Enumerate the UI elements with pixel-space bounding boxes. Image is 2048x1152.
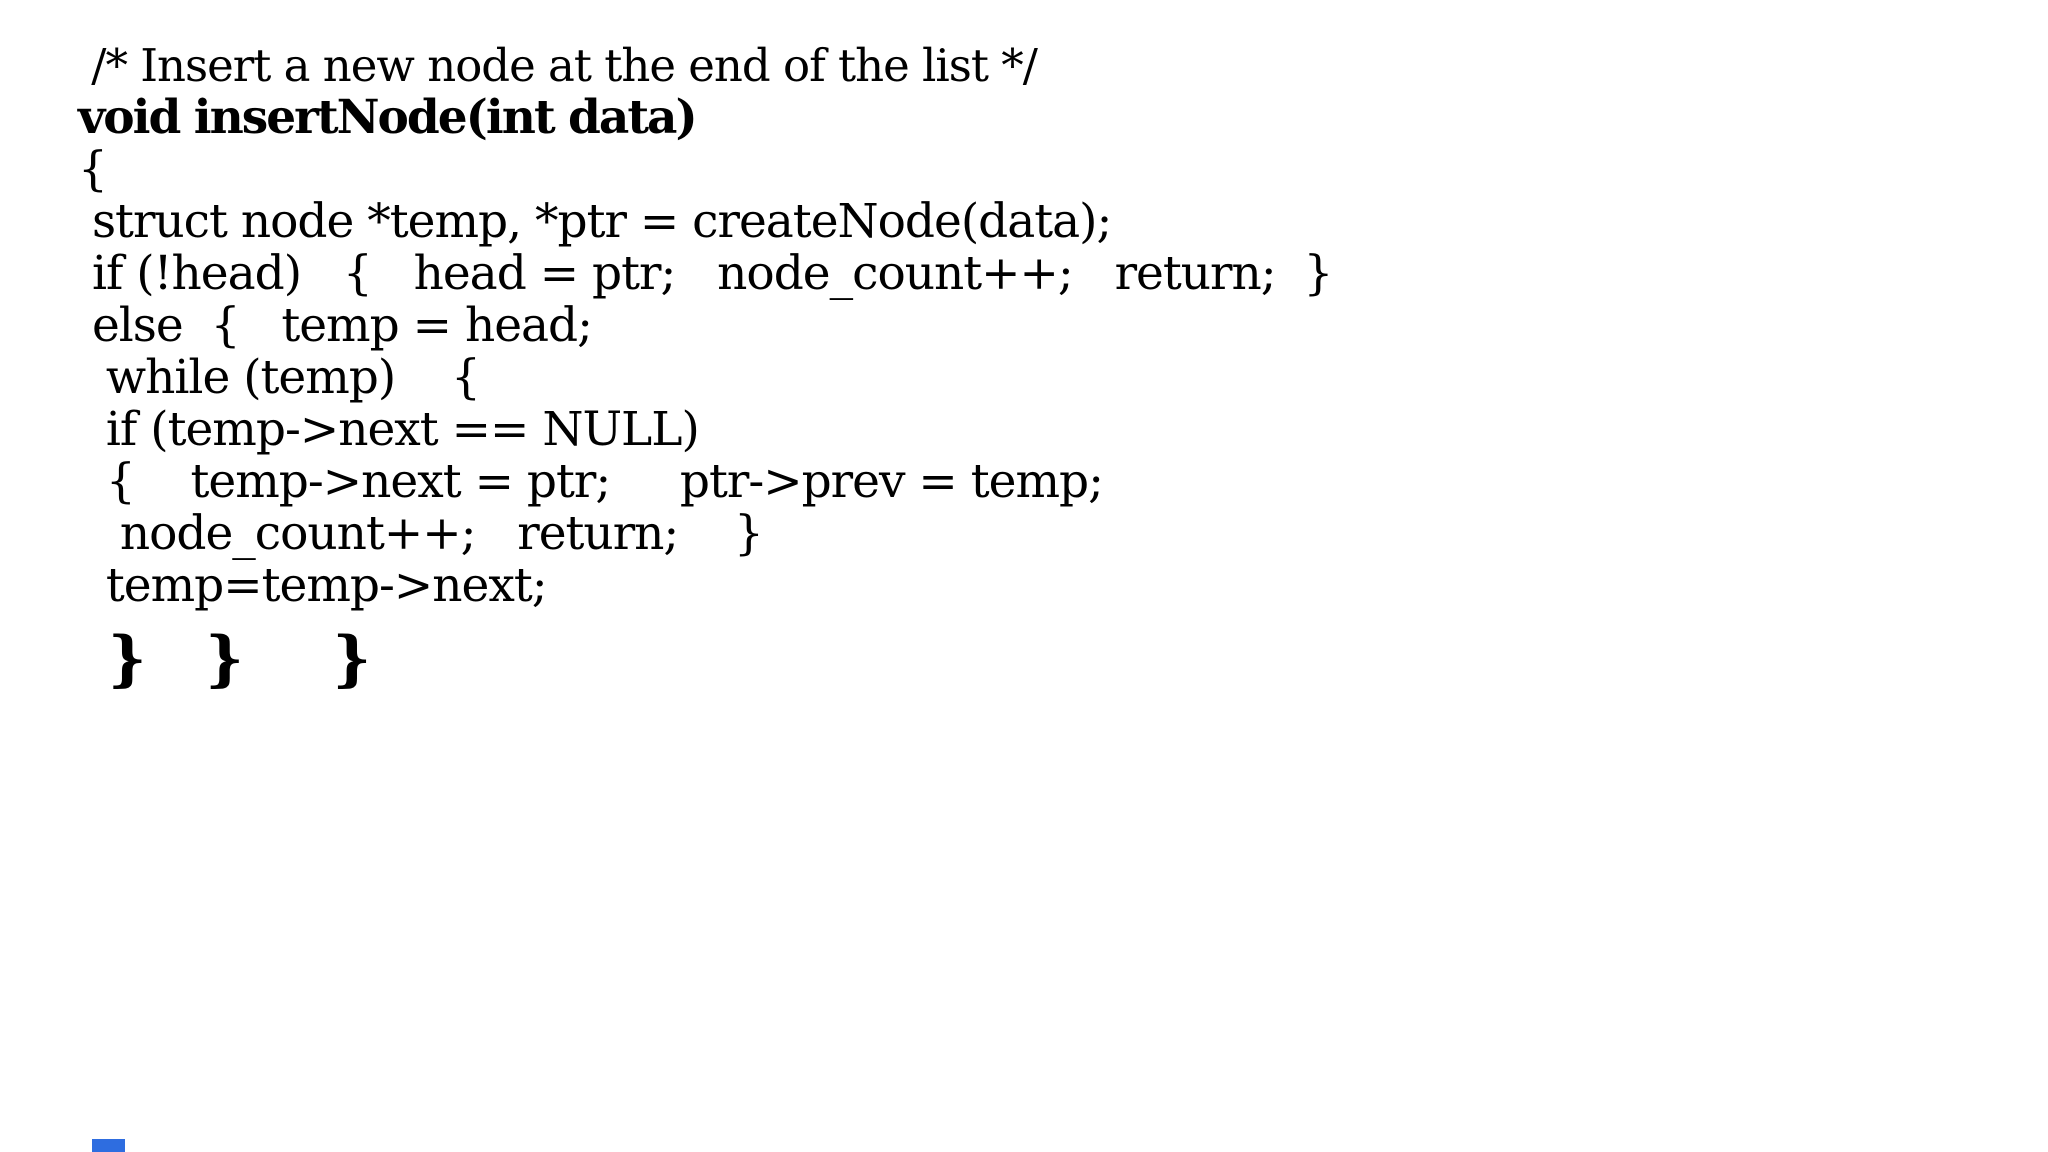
code-line-link-assign: { temp->next = ptr; ptr->prev = temp; xyxy=(78,454,1104,509)
code-line-count-return: node_count++; return; } xyxy=(78,506,764,561)
code-block: /* Insert a new node at the end of the l… xyxy=(78,39,1333,694)
code-line-if-next-null: if (temp->next == NULL) xyxy=(78,402,700,457)
code-line-while: while (temp) { xyxy=(78,350,481,405)
code-line-else: else { temp = head; xyxy=(78,298,593,353)
code-line-comment: /* Insert a new node at the end of the l… xyxy=(78,39,1038,92)
corner-marker xyxy=(92,1139,125,1152)
code-line-advance: temp=temp->next; xyxy=(78,558,548,613)
code-line-open-brace: { xyxy=(78,142,108,197)
code-line-signature: void insertNode(int data) xyxy=(78,90,698,145)
code-line-closing-braces: } } } xyxy=(78,624,371,694)
code-line-if-head: if (!head) { head = ptr; node_count++; r… xyxy=(78,246,1333,301)
code-line-declaration: struct node *temp, *ptr = createNode(dat… xyxy=(78,194,1112,249)
